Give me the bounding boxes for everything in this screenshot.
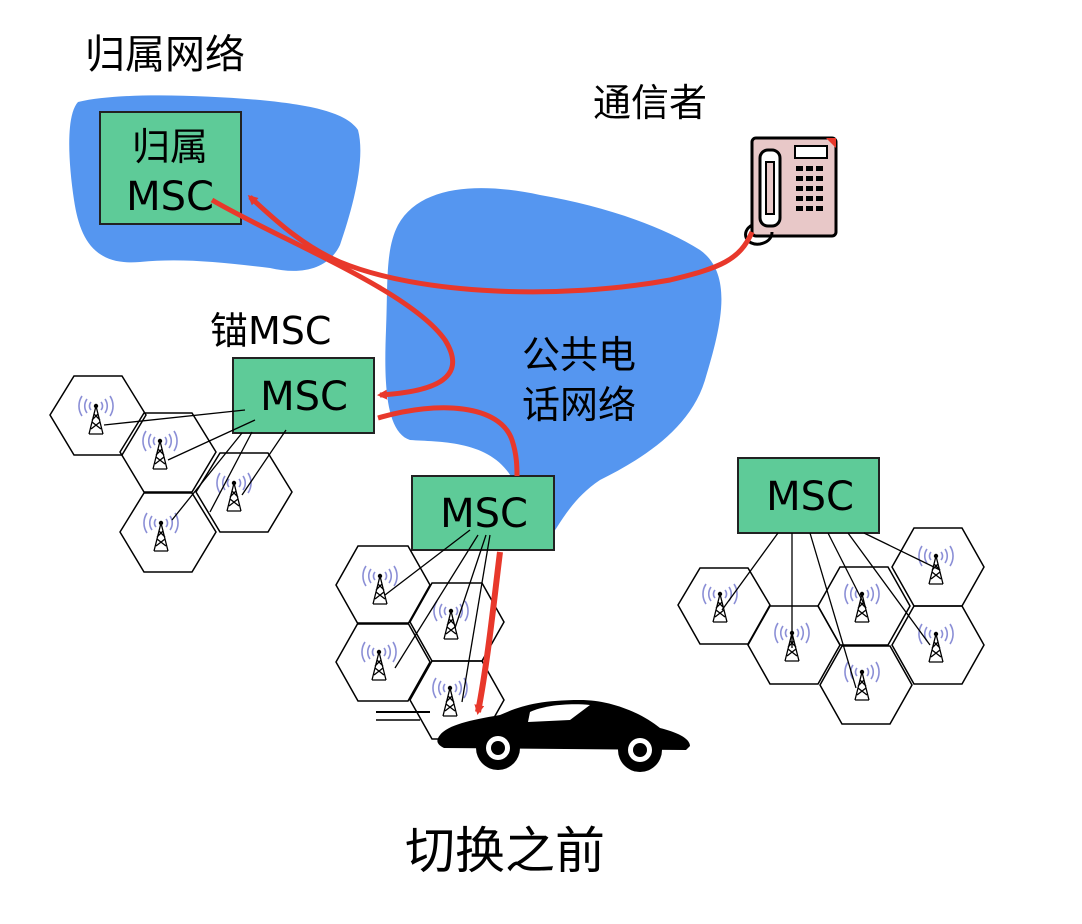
tower-icon — [78, 395, 114, 435]
anchor-msc: MSC — [232, 357, 375, 434]
other-cell-cluster — [677, 527, 985, 725]
anchor-msc-box-label: MSC — [260, 374, 348, 420]
tower-icon — [918, 623, 954, 663]
tower-icon — [361, 641, 397, 681]
tower-icon — [433, 600, 469, 640]
pstn-label-line1: 公共电 — [522, 333, 636, 377]
anchor-msc-label: 锚MSC — [210, 309, 331, 353]
serving-msc-box-label: MSC — [440, 491, 528, 537]
tower-icon — [918, 545, 954, 585]
path-serving-to-car — [474, 551, 503, 715]
correspondent-label: 通信者 — [593, 81, 707, 125]
tower-icon — [142, 430, 178, 470]
home-msc: 归属 MSC — [99, 111, 242, 225]
path-correspondent-to-home — [247, 194, 755, 295]
tower-icon — [844, 583, 880, 623]
tower-icon — [702, 583, 738, 623]
tower-icon — [432, 677, 468, 717]
other-msc-box-label: MSC — [766, 474, 854, 520]
other-msc-links — [721, 532, 941, 689]
telephone-icon — [744, 136, 838, 246]
car-icon — [376, 700, 690, 772]
serving-msc-links — [384, 529, 491, 703]
pstn-label-line2: 话网络 — [522, 383, 636, 427]
tower-icon — [362, 565, 398, 605]
caption: 切换之前 — [405, 822, 605, 880]
home-msc-label-line1: 归属 — [132, 125, 208, 169]
tower-icon — [216, 472, 252, 512]
serving-msc: MSC — [411, 475, 555, 551]
path-home-to-anchor — [210, 197, 455, 400]
pstn-cloud — [385, 188, 722, 548]
home-msc-label-line2: MSC — [126, 174, 214, 220]
other-msc: MSC — [737, 457, 880, 534]
serving-cell-cluster — [335, 545, 505, 740]
anchor-msc-links — [103, 409, 287, 521]
path-anchor-to-serving — [377, 405, 520, 477]
home-network-label: 归属网络 — [85, 32, 245, 78]
anchor-cell-cluster — [49, 375, 293, 573]
